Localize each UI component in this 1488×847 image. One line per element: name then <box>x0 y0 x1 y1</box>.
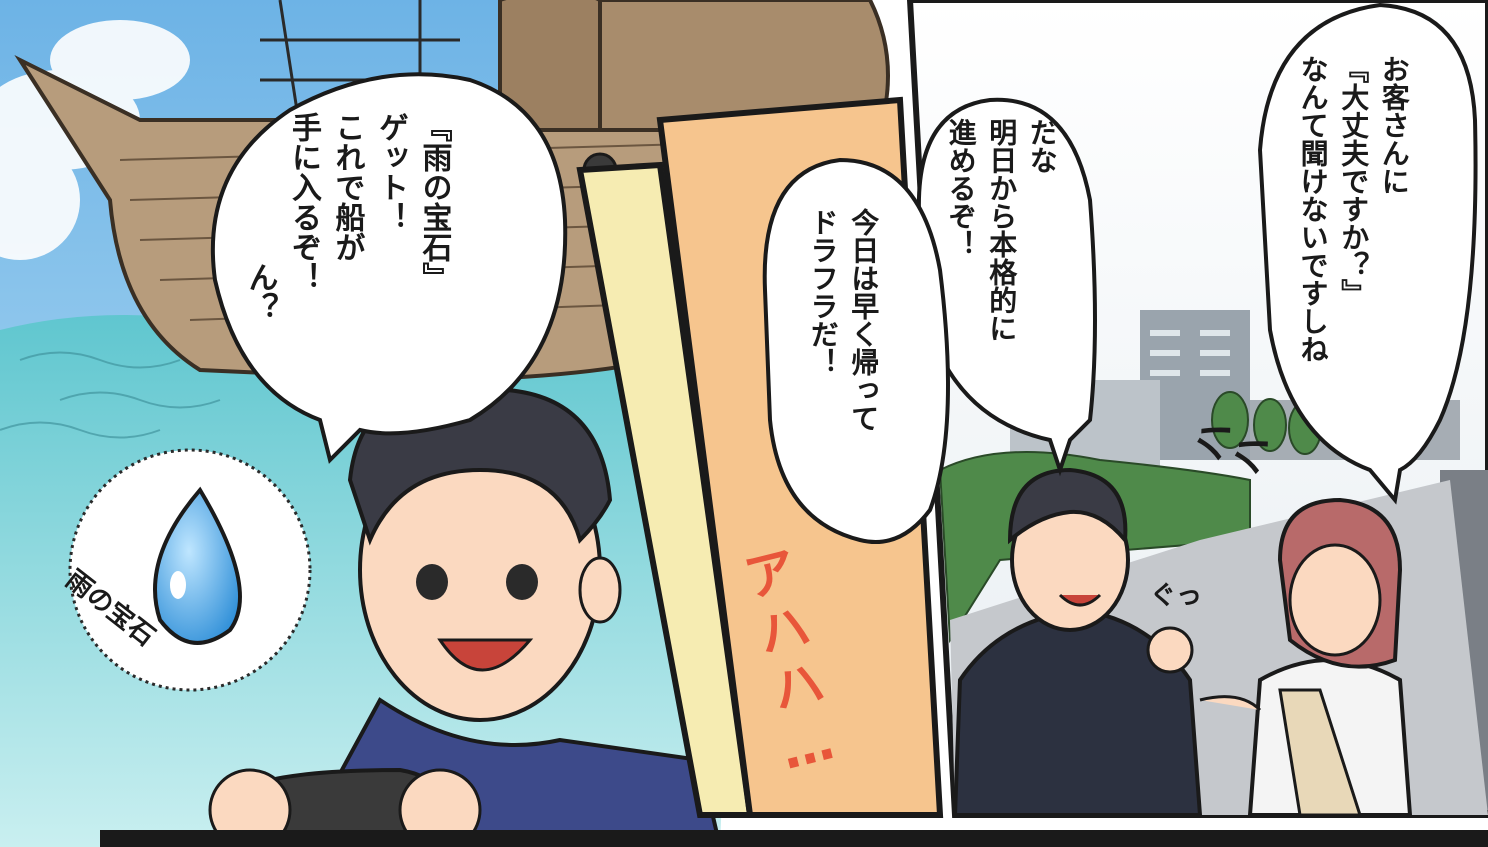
game-controller-icon <box>208 767 482 847</box>
speech-bubble-lower-right <box>762 157 950 544</box>
bubble-line: だな <box>1025 118 1059 174</box>
speech-text-lower-right: 今日は早く帰って ドラフラだ！ <box>802 208 883 528</box>
bubble-line: ん？ <box>242 262 278 322</box>
bubble-line: ゲット！ <box>373 112 408 232</box>
bubble-line: これで船が <box>329 112 365 262</box>
bubble-line: 明日から本格的に <box>985 118 1019 342</box>
speech-bubble-left <box>210 72 568 464</box>
man-character <box>297 387 723 847</box>
water-drop-icon <box>153 486 242 645</box>
man-in-suit <box>952 467 1203 817</box>
panel-border-bottom <box>100 830 1488 847</box>
speech-bubble-top-right <box>1257 2 1478 505</box>
bubble-line: お客さんに <box>1377 55 1411 195</box>
bubble-line: ドラフラだ！ <box>806 208 840 376</box>
sfx-grip: ぐっ <box>1150 581 1203 611</box>
bubble-line: 『大丈夫ですか？』 <box>1337 55 1371 307</box>
speech-text-left: 『雨の宝石』 ゲット！ これで船が 手に入るぞ！ ん？ <box>238 112 456 412</box>
speech-bubble-middle-right <box>916 97 1097 477</box>
bubble-line: なんて聞けないですしね <box>1296 55 1330 363</box>
bubble-line: 『雨の宝石』 <box>416 112 452 292</box>
speech-text-top-right: お客さんに 『大丈夫ですか？』 なんて聞けないですしね <box>1292 55 1414 455</box>
bubble-line: 手に入るぞ！ <box>286 112 321 292</box>
woman-character <box>1199 497 1413 817</box>
panel-right <box>762 0 1488 818</box>
bubble-line: 進めるぞ！ <box>944 118 978 258</box>
speech-text-middle-right: だな 明日から本格的に 進めるぞ！ <box>940 118 1062 418</box>
bubble-line: 今日は早く帰って <box>847 208 881 432</box>
